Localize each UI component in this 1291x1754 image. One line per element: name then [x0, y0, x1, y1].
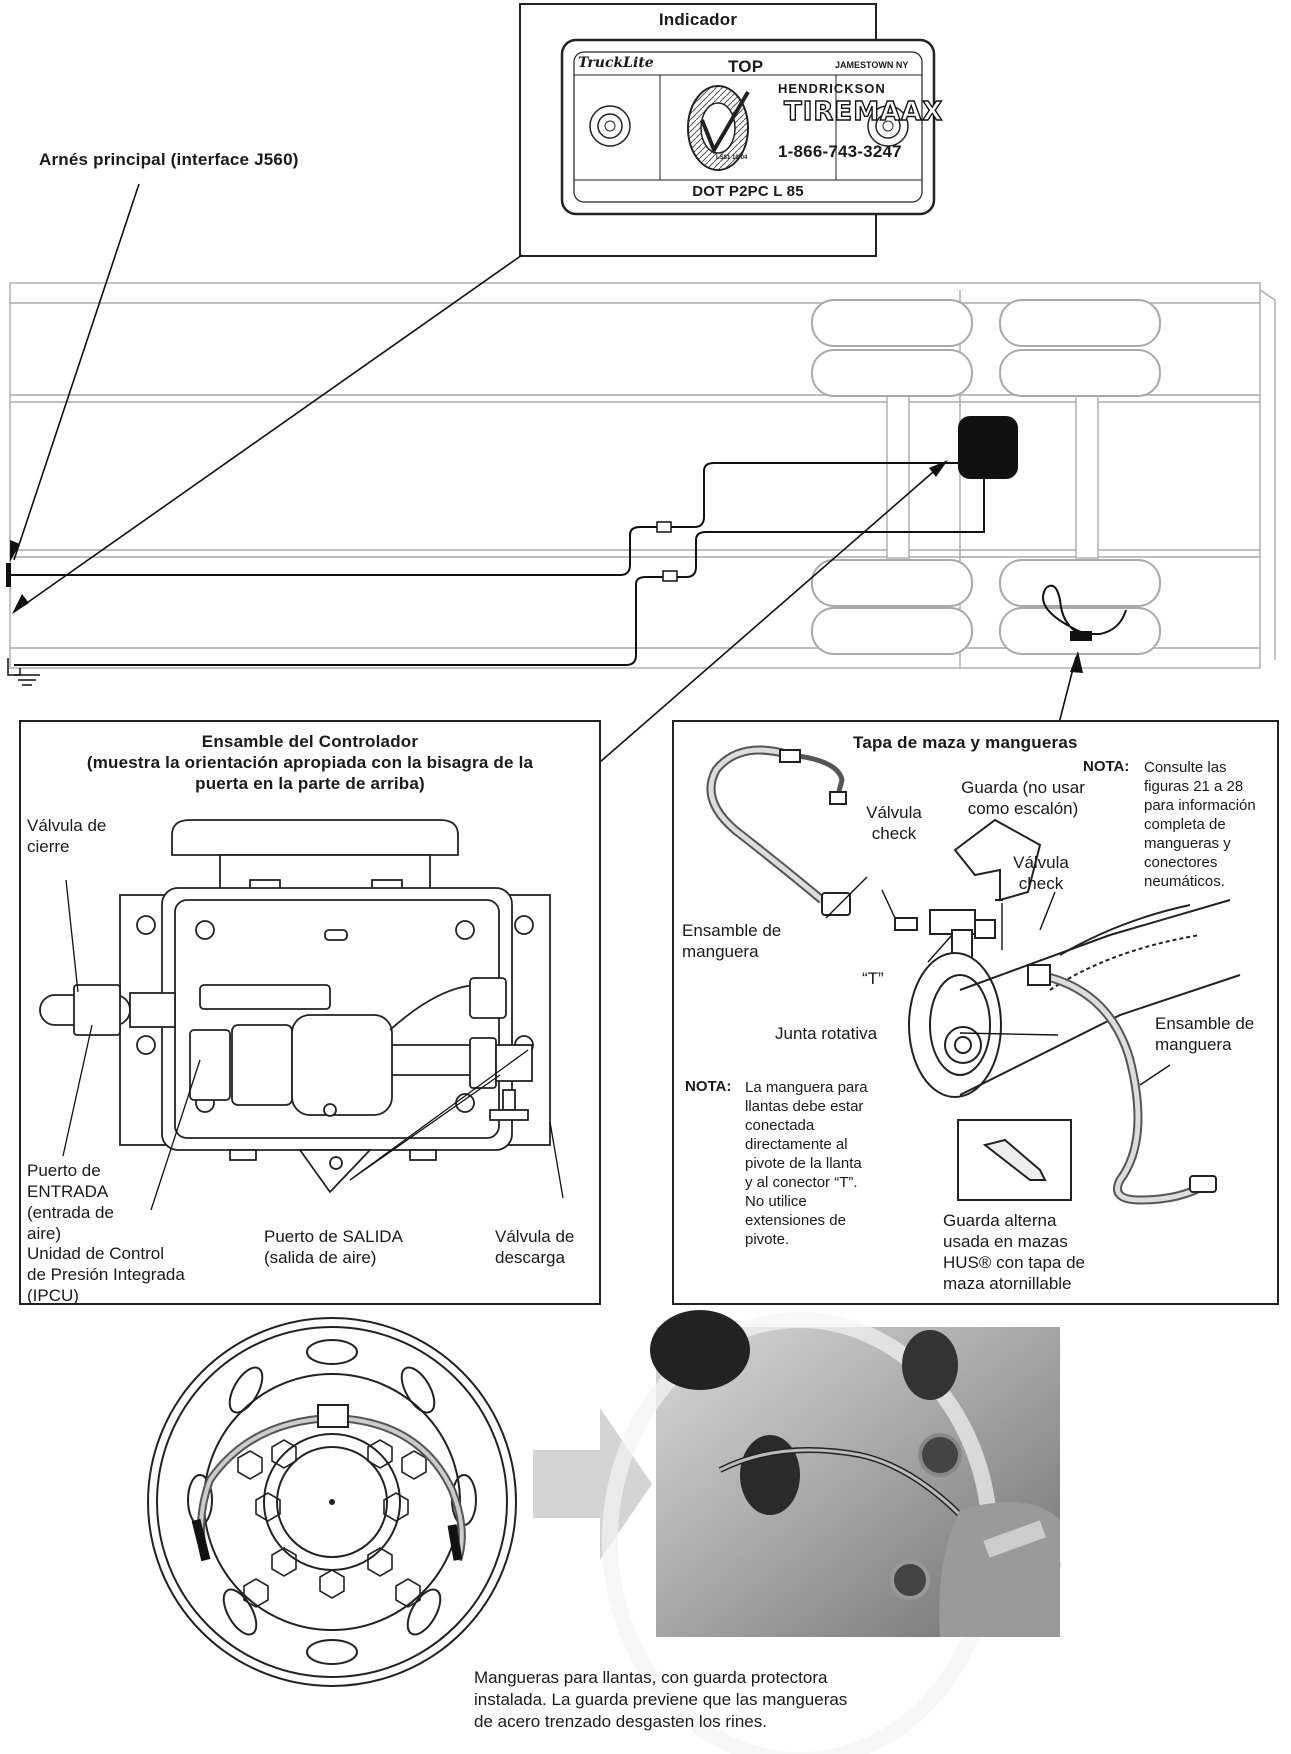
hubcap-leaders	[825, 876, 1171, 1086]
main-harness-label: Arnés principal (interface J560)	[39, 150, 299, 169]
label-city: JAMESTOWN NY	[835, 60, 909, 70]
label-maker: HENDRICKSON	[778, 81, 886, 96]
note-label: NOTA:	[1083, 758, 1130, 775]
indicator-title: Indicador	[658, 10, 738, 29]
wheel-drawing	[147, 1317, 517, 1687]
hubcap-title: Tapa de maza y mangueras	[853, 733, 1078, 752]
outlet-port-label: Puerto de SALIDA(salida de aire)	[264, 1227, 403, 1267]
label-phone: 1-866-743-3247	[778, 142, 902, 161]
note2-label: NOTA:	[685, 1078, 732, 1095]
indicator-panel	[519, 3, 936, 257]
rotary-joint-label: Junta rotativa	[775, 1024, 878, 1043]
hubcap-drawing	[706, 745, 1241, 1205]
mount-hole-right-icon	[867, 105, 909, 147]
bottom-caption: Mangueras para llantas, con guarda prote…	[474, 1668, 848, 1731]
label-top: TOP	[728, 57, 764, 76]
hub-hose-loop	[1041, 584, 1127, 635]
label-dot: DOT P2PC L 85	[692, 183, 804, 200]
harness-connector-icon	[6, 563, 11, 587]
label-small-code: LS81 10-04	[716, 155, 748, 161]
controller-title: Ensamble del Controlador (muestra la ori…	[86, 732, 534, 793]
tire-group	[811, 299, 1161, 655]
mount-hole-left-icon	[589, 105, 631, 147]
tee-label: “T”	[862, 969, 884, 988]
controller-unit-icon	[958, 416, 1018, 479]
controller-drawing	[39, 819, 551, 1194]
tire-logo-icon	[687, 85, 750, 171]
ground-icon	[7, 658, 40, 686]
wheel-photo	[602, 1310, 1061, 1754]
arrowheads	[10, 460, 1083, 673]
hubcap-icon	[1070, 631, 1092, 641]
controller-leaders	[62, 879, 564, 1211]
brand-logo: TruckLite	[578, 55, 654, 71]
label-product: TIREMAAX	[783, 96, 944, 127]
leader-arrows	[13, 183, 1077, 763]
